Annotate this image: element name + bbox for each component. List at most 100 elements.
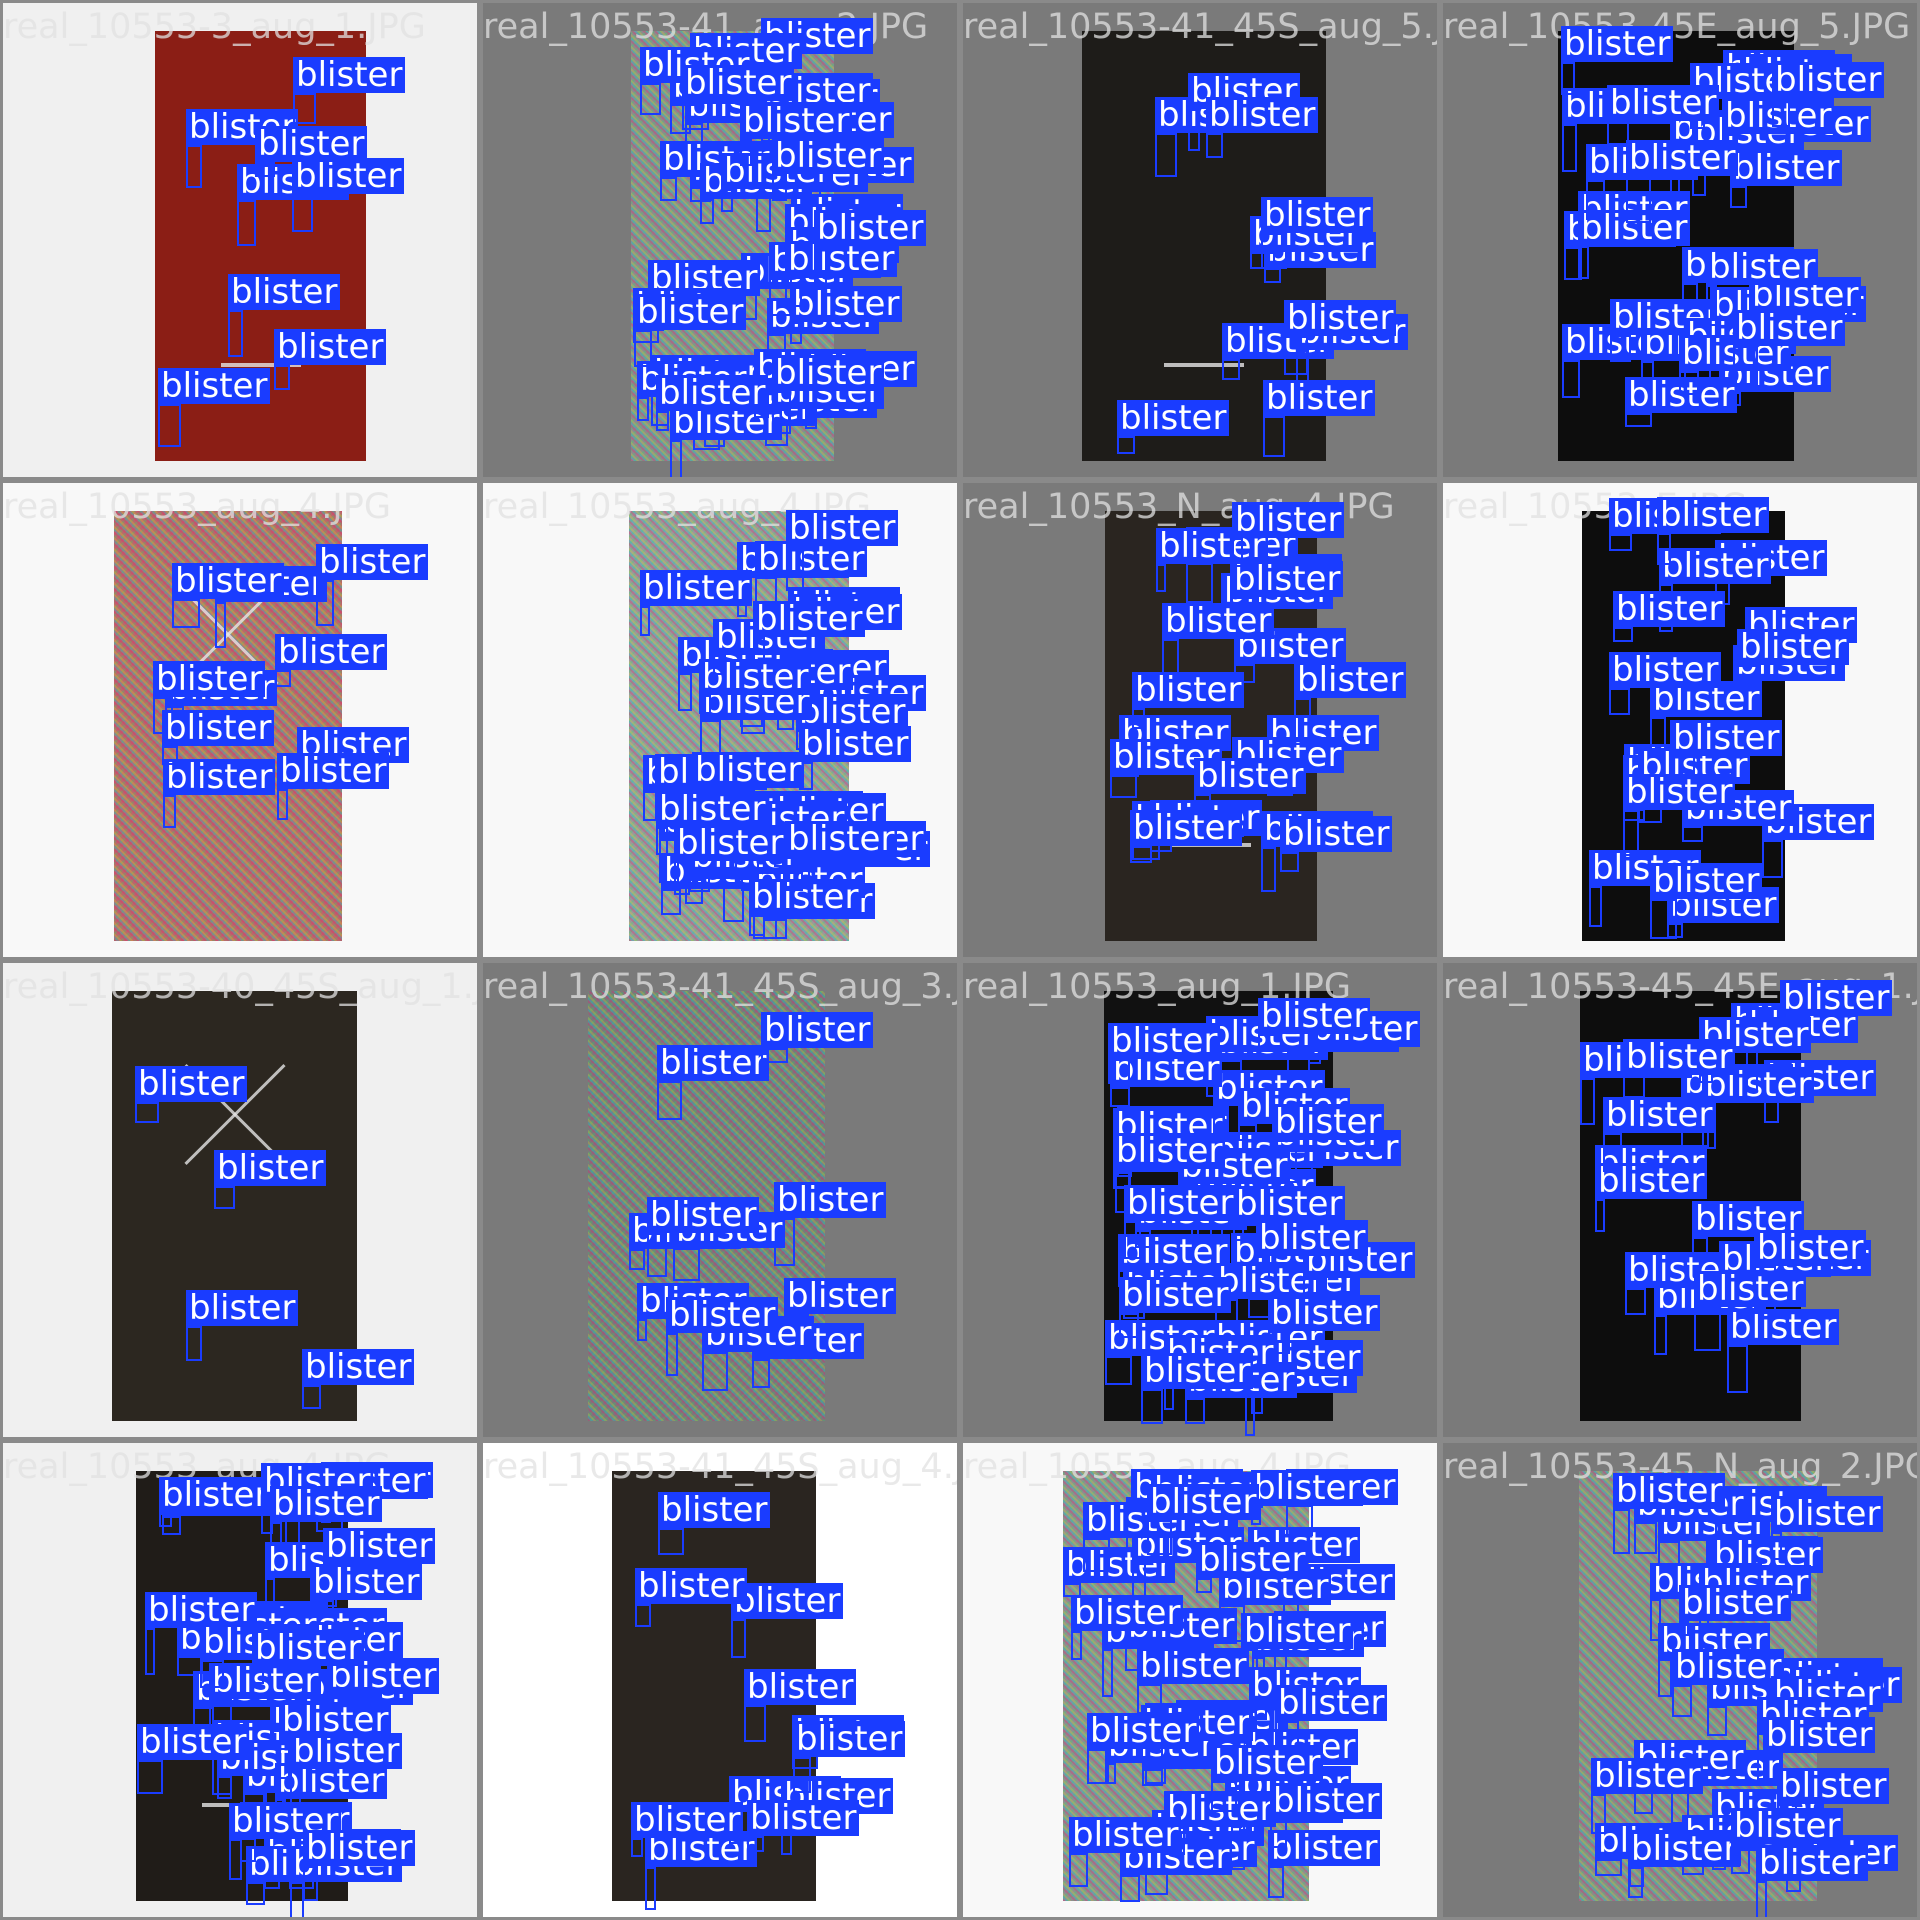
detection-label: blister <box>1733 310 1846 346</box>
bounding-box <box>1623 1075 1645 1098</box>
bounding-box <box>186 145 202 188</box>
detection-label: blister <box>656 375 769 411</box>
detection-label: blister <box>163 759 276 795</box>
bounding-box <box>637 1319 647 1341</box>
bounding-box <box>658 1528 684 1555</box>
bounding-box <box>1120 1875 1140 1902</box>
bounding-box <box>713 655 726 675</box>
bounding-box <box>290 1882 304 1917</box>
detection-label: blister <box>1763 1717 1876 1753</box>
bounding-box <box>786 546 804 591</box>
bounding-box <box>635 1604 651 1627</box>
detection-label: blister <box>1232 502 1345 538</box>
bounding-box <box>1117 436 1135 454</box>
detection-label: blister <box>275 634 388 670</box>
bounding-box <box>303 1866 318 1901</box>
bounding-box <box>229 1839 242 1880</box>
bounding-box <box>1694 1307 1721 1351</box>
detection-label: blister <box>135 1066 248 1102</box>
detection-label: blister <box>1722 98 1835 134</box>
bounding-box <box>1730 186 1747 208</box>
bounding-box <box>1731 1844 1750 1874</box>
detection-label: blister <box>1256 1220 1369 1256</box>
bounding-box <box>1294 698 1311 745</box>
detection-label: blister <box>1679 1585 1792 1621</box>
detection-label: blister <box>1124 1185 1237 1221</box>
detection-label: blister <box>1117 400 1230 436</box>
bounding-box <box>1284 336 1308 375</box>
bounding-box <box>270 1522 282 1546</box>
detection-label: blister <box>1692 1201 1805 1237</box>
detection-label: blister <box>1233 1186 1346 1222</box>
detection-label: blister <box>1772 62 1885 98</box>
detection-label: blister <box>1258 998 1371 1034</box>
detection-label: blister <box>159 1477 272 1513</box>
bounding-box <box>772 391 791 434</box>
bounding-box <box>1756 1881 1767 1917</box>
bounding-box <box>790 322 802 344</box>
bounding-box <box>135 1102 159 1123</box>
detection-label: blister <box>657 1045 770 1081</box>
detection-label: blister <box>1613 591 1726 627</box>
tile-filename: real_10553-45E_aug_5.JPG <box>1443 7 1911 47</box>
bounding-box <box>1206 133 1223 158</box>
detection-label: blister <box>1706 249 1819 285</box>
detection-label: blister <box>1132 672 1245 708</box>
bounding-box <box>1657 533 1671 565</box>
detection-label: blister <box>772 355 885 391</box>
detection-label: blister <box>1206 97 1319 133</box>
bounding-box <box>1561 62 1575 95</box>
bounding-box <box>631 1838 643 1857</box>
detection-label: blister <box>316 544 429 580</box>
detection-label: blister <box>255 126 368 162</box>
bounding-box <box>1141 1389 1163 1424</box>
bounding-box <box>1654 1315 1667 1355</box>
detection-label: blister <box>753 601 866 637</box>
bounding-box <box>279 1738 290 1779</box>
bounding-box <box>1578 246 1589 279</box>
bounding-box <box>163 795 176 828</box>
detection-label: blister <box>270 1486 383 1522</box>
detection-label: blister <box>1069 1817 1182 1853</box>
detection-label: blister <box>1147 1484 1260 1520</box>
bounding-box <box>1162 639 1179 674</box>
bounding-box <box>1771 1532 1782 1560</box>
bounding-box <box>1658 1659 1672 1697</box>
bounding-box <box>785 277 802 307</box>
bounding-box <box>700 199 714 224</box>
detection-label: blister <box>772 138 885 174</box>
detection-label: blister <box>796 694 909 730</box>
detection-label: blister <box>228 274 341 310</box>
bounding-box <box>1303 1278 1318 1295</box>
bounding-box <box>1185 1398 1205 1424</box>
detection-label: blister <box>1270 1783 1383 1819</box>
bounding-box <box>316 580 334 626</box>
detection-label: blister <box>158 368 271 404</box>
detection-label: blister <box>1607 85 1720 121</box>
detection-label: blister <box>656 791 769 827</box>
bounding-box <box>1188 109 1200 151</box>
bounding-box <box>159 1513 172 1527</box>
bounding-box <box>670 104 691 134</box>
bounding-box <box>744 1705 766 1742</box>
bounding-box <box>1110 1087 1130 1107</box>
bounding-box <box>1069 1853 1088 1887</box>
bounding-box <box>699 695 711 714</box>
bounding-box <box>1249 1703 1267 1720</box>
bounding-box <box>1232 538 1243 567</box>
bounding-box <box>1707 1706 1727 1736</box>
detection-label: blister <box>731 1583 844 1619</box>
bounding-box <box>1609 688 1630 715</box>
detection-label: blister <box>1780 980 1893 1016</box>
bounding-box <box>1275 1721 1299 1748</box>
bounding-box <box>721 189 733 212</box>
bounding-box <box>761 1048 788 1063</box>
bounding-box <box>1102 1649 1113 1697</box>
detection-label: blister <box>1119 1277 1232 1313</box>
bounding-box <box>814 246 827 290</box>
bounding-box <box>1595 1199 1605 1232</box>
detection-label: blister <box>302 1349 415 1385</box>
bounding-box <box>1591 1794 1606 1834</box>
scribe-mark <box>1164 363 1244 367</box>
